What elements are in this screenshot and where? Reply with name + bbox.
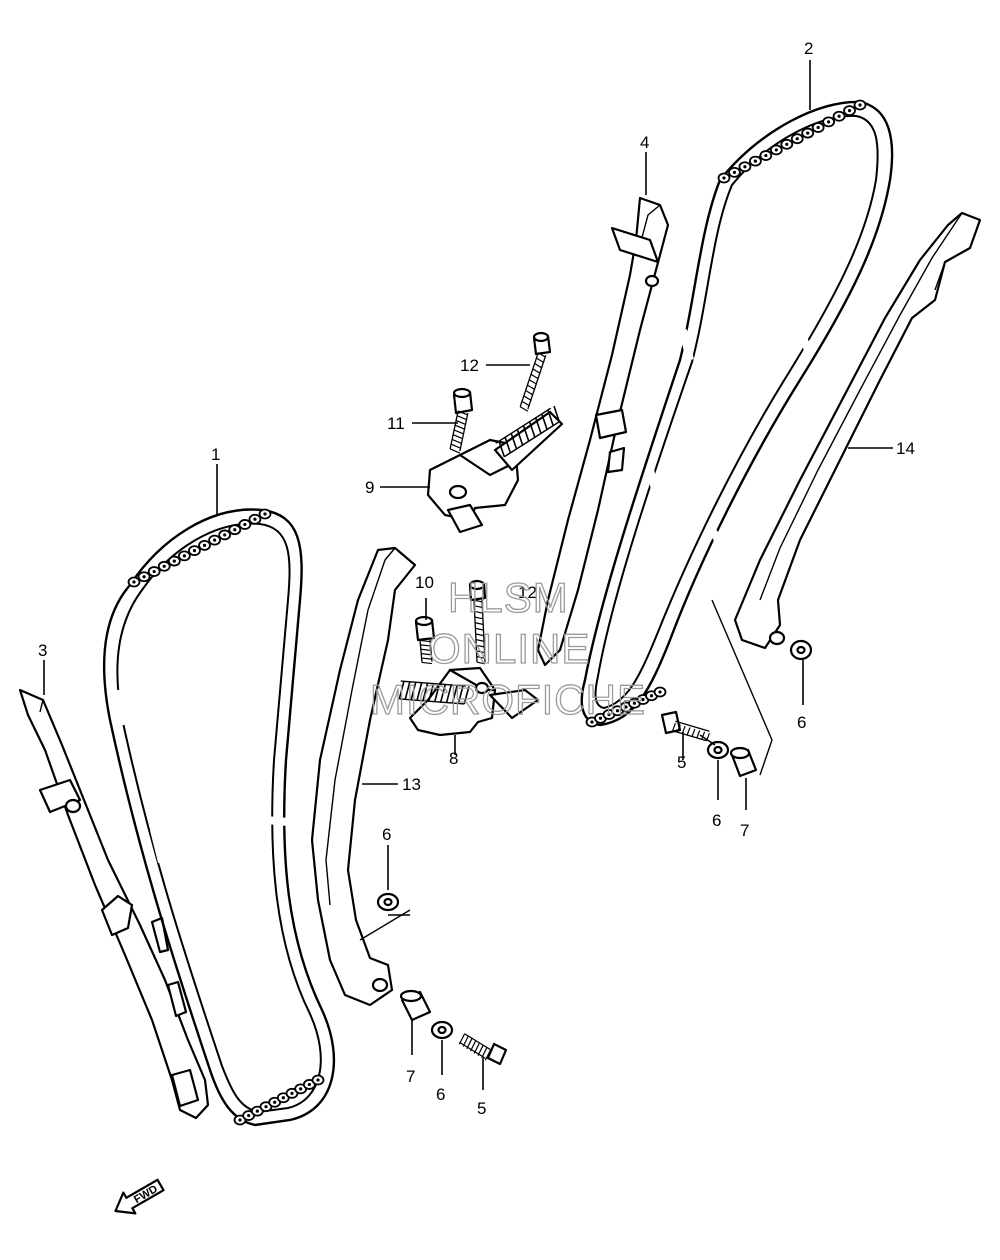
spacer-7-left — [399, 989, 432, 1022]
callout-12-lower: 12 — [518, 583, 537, 602]
fwd-label: FWD — [132, 1183, 160, 1206]
chain-guide-4 — [536, 196, 670, 667]
callout-7-left: 7 — [406, 1067, 415, 1086]
chain-links-2-top — [717, 99, 867, 184]
watermark-line-1: HLSM — [448, 574, 569, 621]
callout-11: 11 — [387, 414, 405, 433]
chain-tensioner-8 — [398, 666, 540, 737]
chain-guide-14 — [733, 211, 982, 650]
callout-5-right: 5 — [677, 753, 686, 772]
bolt-12-upper — [519, 331, 552, 412]
callout-labels: 1 2 3 4 5 5 6 6 6 7 7 6 8 9 10 11 12 12 … — [38, 39, 915, 1118]
washer-6-left-lower — [430, 1020, 454, 1040]
callout-6-left-lower: 6 — [436, 1085, 445, 1104]
callout-5-left: 5 — [477, 1099, 486, 1118]
watermark: HLSM ONLINE MICROFICHE — [369, 573, 646, 723]
washer-6-right-lower — [706, 740, 730, 760]
chain-links-2-bottom — [585, 686, 667, 728]
watermark-line-3: MICROFICHE — [370, 676, 646, 723]
callout-12-upper: 12 — [460, 356, 479, 375]
callout-3: 3 — [38, 641, 47, 660]
spacer-7-right — [729, 746, 758, 778]
callout-2: 2 — [804, 39, 813, 58]
callout-6-left-upper: 6 — [382, 825, 391, 844]
callout-8: 8 — [449, 749, 458, 768]
callout-1: 1 — [211, 445, 220, 464]
bolt-11 — [449, 387, 474, 454]
callout-6-right-upper: 6 — [797, 713, 806, 732]
bolt-12-lower — [468, 579, 487, 665]
assembly-lines — [388, 599, 773, 916]
watermark-line-2: ONLINE — [428, 625, 590, 672]
callout-13: 13 — [402, 775, 421, 794]
callout-14: 14 — [896, 439, 915, 458]
callout-10: 10 — [415, 573, 434, 592]
chain-tensioner-9 — [426, 405, 564, 534]
washer-6-right-upper — [789, 639, 813, 661]
bolt-5-left — [458, 1033, 508, 1066]
callout-9: 9 — [365, 478, 374, 497]
chain-links-1-bottom — [233, 1074, 325, 1126]
callout-6-right-lower: 6 — [712, 811, 721, 830]
leader-lines — [43, 60, 893, 1090]
chain-links-1-top — [127, 508, 272, 588]
callout-7-right: 7 — [740, 821, 749, 840]
fwd-arrow-icon: FWD — [114, 1178, 165, 1215]
callout-4: 4 — [640, 133, 649, 152]
washer-6-left-upper — [376, 892, 400, 912]
chain-guide-13 — [310, 546, 417, 1007]
cam-chain-1 — [102, 508, 335, 1127]
cam-chain-2 — [580, 100, 894, 727]
bolt-10 — [414, 615, 436, 665]
chain-guide-3 — [18, 688, 210, 1120]
